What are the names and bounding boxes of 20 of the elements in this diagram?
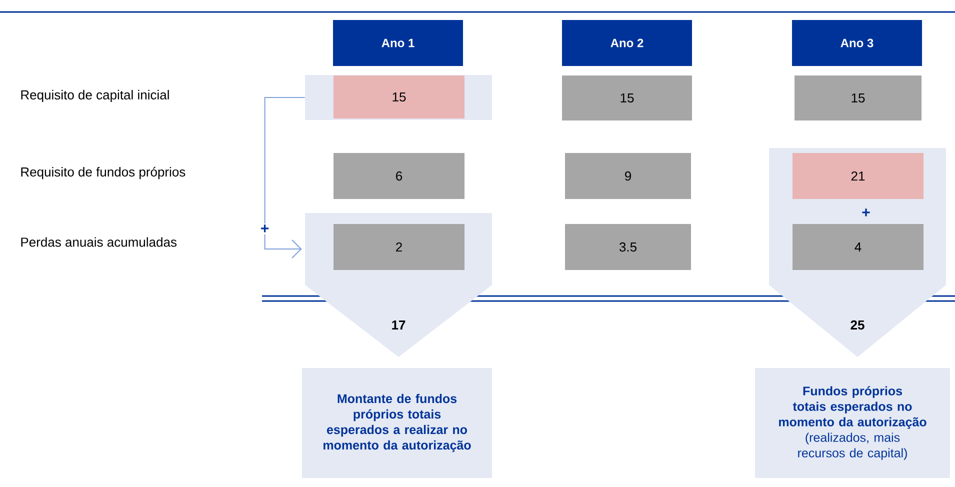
value-box: 9 xyxy=(565,153,691,199)
plus-sign: + xyxy=(259,224,270,234)
value-box: 21 xyxy=(792,153,924,199)
value-box: 6 xyxy=(334,153,464,199)
column-header: Ano 1 xyxy=(333,20,463,66)
result-box: Fundos próprios totais esperados no momento da autorização (realizados, mais recursos de capital) xyxy=(755,368,950,478)
value-box: 3.5 xyxy=(565,224,691,270)
value-box: 15 xyxy=(334,76,464,118)
row-label: Requisito de fundos próprios xyxy=(21,166,186,180)
value-box: 4 xyxy=(792,224,924,270)
column-header: Ano 2 xyxy=(562,20,692,66)
plus-sign: + xyxy=(862,208,870,216)
connector-arrow xyxy=(264,97,306,258)
value-box: 15 xyxy=(562,76,692,120)
row-label: Perdas anuais acumuladas xyxy=(21,237,177,247)
result-box: Montante de fundos próprios totais esperados a realizar no momento da autorização xyxy=(302,368,492,478)
row-label: Requisito de capital inicial xyxy=(21,90,169,102)
value-box: 2 xyxy=(334,224,464,270)
column-header: Ano 3 xyxy=(792,20,922,66)
value-box: 15 xyxy=(794,76,922,120)
